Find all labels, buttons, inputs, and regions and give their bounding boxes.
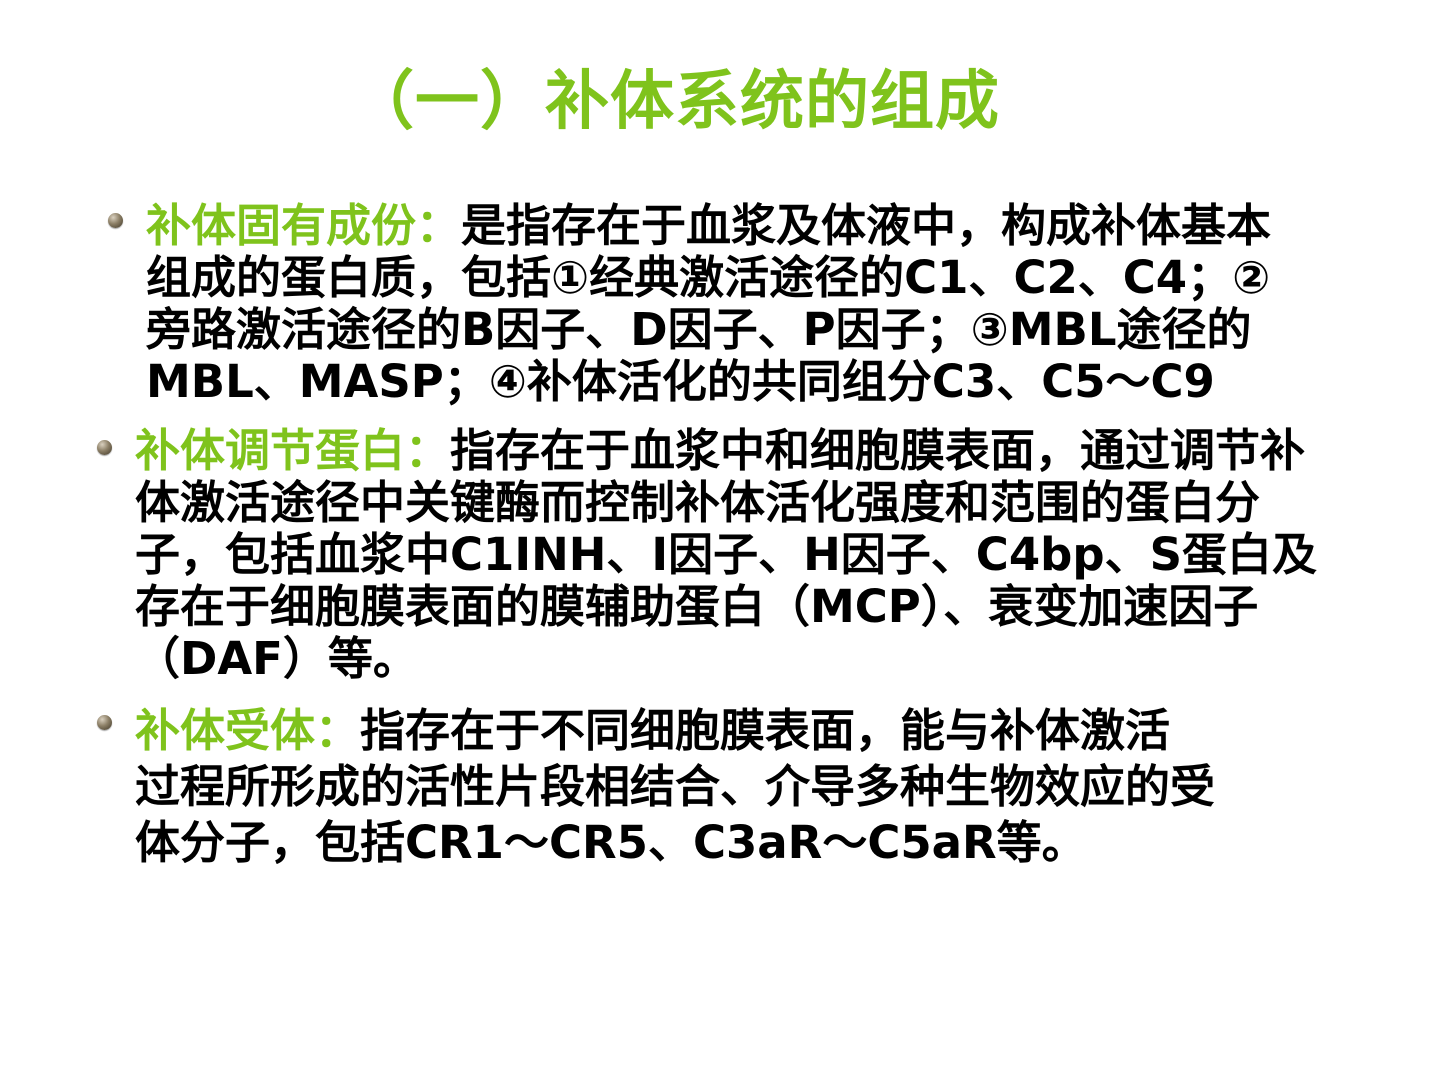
bullet-term: 补体固有成份： bbox=[146, 199, 462, 252]
bullet-sphere-icon bbox=[108, 213, 123, 228]
slide-title: （一）补体系统的组成 bbox=[350, 65, 1000, 139]
bullet-sphere-icon bbox=[97, 440, 112, 455]
bullet-regulatory-proteins: 补体调节蛋白：指存在于血浆中和细胞膜表面，通过调节补体激活途径中关键酶而控制补体… bbox=[135, 425, 1325, 685]
bullet-intrinsic-components: 补体固有成份：是指存在于血浆及体液中，构成补体基本组成的蛋白质，包括①经典激活途… bbox=[146, 200, 1296, 408]
bullet-term: 补体受体： bbox=[135, 704, 361, 757]
bullet-text: 指存在于血浆中和细胞膜表面，通过调节补体激活途径中关键酶而控制补体活化强度和范围… bbox=[135, 424, 1317, 685]
bullet-term: 补体调节蛋白： bbox=[135, 424, 451, 477]
bullet-receptors: 补体受体：指存在于不同细胞膜表面，能与补体激活过程所形成的活性片段相结合、介导多… bbox=[135, 703, 1215, 871]
bullet-text: 指存在于不同细胞膜表面，能与补体激活过程所形成的活性片段相结合、介导多种生物效应… bbox=[135, 704, 1216, 869]
bullet-text: 是指存在于血浆及体液中，构成补体基本组成的蛋白质，包括①经典激活途径的C1、C2… bbox=[146, 199, 1272, 408]
bullet-sphere-icon bbox=[97, 715, 112, 730]
